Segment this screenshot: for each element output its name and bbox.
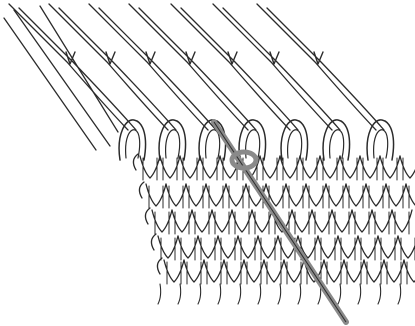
knit-stitch-leg [401,238,415,260]
knit-stitch-leg [209,186,223,208]
knit-stitch-leg [181,238,195,260]
knit-stitch [406,184,415,206]
yarn-strand-edge [14,10,110,146]
knit-stitch-leg [227,262,241,284]
knit-stitch-leg [221,238,235,260]
knit-stitch-leg [195,212,209,234]
fabric-bottom-end [218,284,221,304]
knit-stitch-leg [315,212,329,234]
stitch-loops [119,120,393,160]
knit-stitch-leg [201,238,215,260]
knit-stitch-leg [267,262,281,284]
knit-stitch-leg [143,158,157,180]
knit-fabric [133,154,415,304]
knit-stitch-leg [215,212,229,234]
knit-stitch-leg [343,158,357,180]
knit-stitch-leg [329,186,343,208]
knit-stitch-leg [395,212,409,234]
stitch-loop-inner [330,130,344,158]
knit-stitch-leg [167,262,181,284]
knit-stitch-leg [283,158,297,180]
fabric-edge-loop [157,258,162,274]
knit-stitch-leg [323,158,337,180]
knit-stitch-leg [303,158,317,180]
knit-stitch-leg [155,212,169,234]
knit-stitch-leg [335,212,349,234]
fabric-edge-loop [151,234,156,250]
fabric-bottom-end [298,284,301,304]
knit-stitch-leg [255,212,269,234]
stitch-loop-inner [374,130,388,158]
knit-stitch-leg [349,186,363,208]
fabric-bottom-end [158,284,161,304]
knit-stitch-leg [235,212,249,234]
knit-stitch-leg [361,238,375,260]
knit-stitch-leg [287,262,301,284]
knit-stitch-leg [229,186,243,208]
knit-stitch-leg [389,186,403,208]
knit-stitch-leg [261,238,275,260]
knit-stitch [404,260,415,282]
stitch-loop-inner [288,130,302,158]
knit-stitch-leg [175,212,189,234]
knit-stitch-leg [375,212,389,234]
yarn-strand [129,4,248,130]
knit-stitch-leg [203,158,217,180]
stitch-loop-inner [166,130,180,158]
fabric-edge-loop [145,208,150,224]
knit-stitch-leg [327,262,341,284]
knit-stitch-leg [149,186,163,208]
knit-stitch-leg [309,186,323,208]
knit-stitch-leg [381,238,395,260]
needle-outline [214,122,346,322]
knit-stitch-leg [263,158,277,180]
knit-stitch-leg [363,158,377,180]
knit-stitch-leg [161,238,175,260]
knit-stitch-leg [189,186,203,208]
knit-stitch-leg [347,262,361,284]
fabric-edge-loop [133,154,138,170]
yarn-strand [139,8,256,130]
knit-stitch-leg [207,262,221,284]
knit-stitch-leg [355,212,369,234]
knit-stitch-leg [387,262,401,284]
stitch-loop-inner [206,130,220,158]
knit-stitch-leg [241,238,255,260]
fabric-bottom-end [278,284,281,304]
knit-stitch-leg [295,212,309,234]
yarn-strand-edge [40,6,118,132]
fabric-bottom-end [358,284,361,304]
fabric-edge-loop [139,182,144,198]
knit-stitch-leg [187,262,201,284]
knit-stitch [400,156,415,178]
fabric-bottom-end [258,284,261,304]
knit-stitch-leg [183,158,197,180]
fabric-bottom-end [178,284,181,304]
fabric-bottom-end [378,284,381,304]
knit-stitch-leg [289,186,303,208]
knit-stitch-leg [169,186,183,208]
knit-stitch-leg [321,238,335,260]
knit-stitch-leg [367,262,381,284]
fabric-bottom-end [398,284,401,304]
fabric-bottom-end [238,284,241,304]
fabric-bottom-end [198,284,201,304]
knit-stitch-leg [369,186,383,208]
knit-stitch-leg [341,238,355,260]
knit-stitch-leg [383,158,397,180]
fabric-bottom-end [338,284,341,304]
knitting-needle [214,122,346,322]
knit-stitch-leg [163,158,177,180]
knit-stitch-leg [247,262,261,284]
